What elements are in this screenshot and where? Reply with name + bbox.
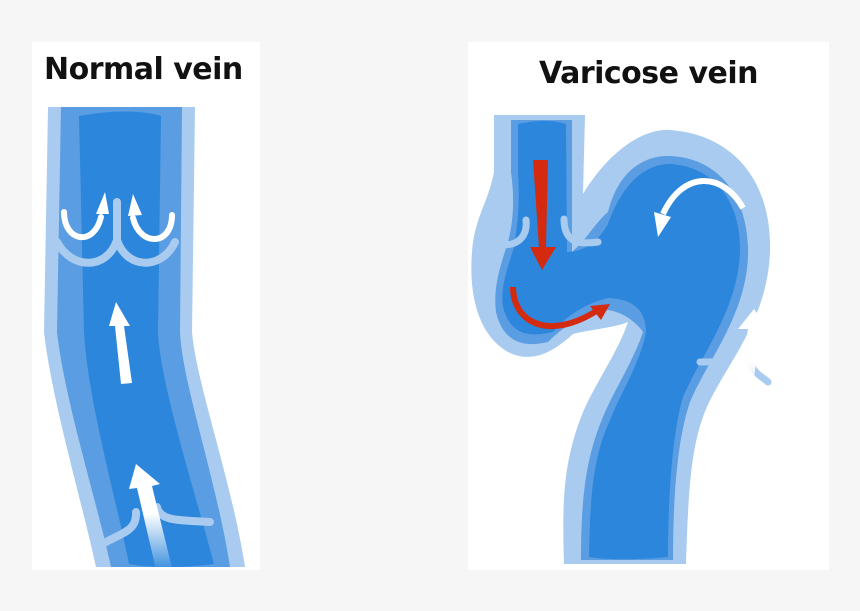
swirl-arrow [660,178,746,216]
varicose-vein-panel: Varicose vein [468,42,829,570]
varicose-vein-illustration [471,115,772,564]
incompetent-valve [496,215,602,249]
vein-lumen-dilated [502,121,740,560]
open-valve [93,503,214,551]
upward-flow-gradient-arrow [129,464,173,570]
valve-arrowhead-left [96,192,109,214]
valve-backflow-arrows [61,209,175,242]
swirl-arrowhead [654,212,671,237]
varicose-vein-title: Varicose vein [539,56,758,91]
upward-flow-gradient-arrow [733,309,770,424]
normal-vein-panel: Normal vein [32,42,260,570]
reflux-arrow-down [530,160,556,270]
normal-vein-title: Normal vein [44,52,243,87]
valve-arrowhead-right [128,194,142,216]
reflux-arrowhead [590,304,610,320]
normal-vein-illustration [44,107,245,570]
upward-flow-arrow [109,302,132,384]
reflux-arrow-curved [510,286,600,330]
vein-lumen [79,111,214,567]
closed-valve [53,198,179,267]
